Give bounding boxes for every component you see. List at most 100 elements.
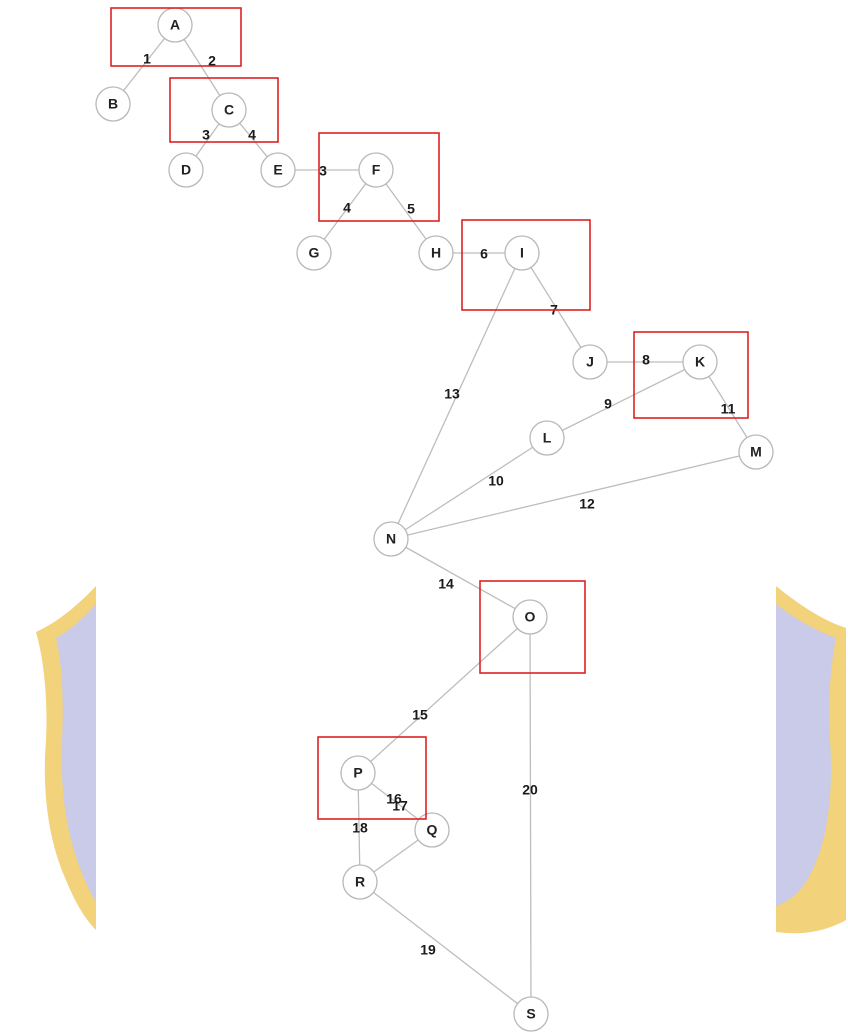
node-g: G [296, 235, 332, 271]
node-label-m: M [750, 444, 762, 460]
edge-label-c-d: 3 [202, 127, 210, 143]
node-label-o: O [525, 609, 536, 625]
node-circle-h [418, 235, 454, 271]
node-label-b: B [108, 96, 118, 112]
nodes-group: A B C D E F G H I J K L M N O P Q R S [95, 7, 774, 1032]
node-circle-k [682, 344, 718, 380]
edge-label-p-r: 18 [352, 820, 368, 836]
highlight-box-o [479, 580, 586, 674]
node-l: L [529, 420, 565, 456]
edge-label-e-f: 3 [319, 163, 327, 179]
edge-label-q-r: 17 [392, 798, 408, 814]
edge-label-j-k: 8 [642, 352, 650, 368]
node-b: B [95, 86, 131, 122]
node-label-r: R [355, 874, 365, 890]
node-label-e: E [273, 162, 282, 178]
edge-label-f-g: 4 [343, 200, 351, 216]
node-circle-l [529, 420, 565, 456]
node-label-j: J [586, 354, 594, 370]
edge-label-r-s: 19 [420, 942, 436, 958]
node-circle-b [95, 86, 131, 122]
edge-i-j [521, 252, 591, 363]
node-d: D [168, 152, 204, 188]
node-label-i: I [520, 245, 524, 261]
node-label-l: L [543, 430, 552, 446]
node-label-s: S [526, 1006, 535, 1022]
edge-label-m-n: 12 [579, 496, 595, 512]
edge-r-s [359, 881, 532, 1015]
edge-k-m [699, 361, 757, 453]
edge-label-c-e: 4 [248, 127, 256, 143]
edge-label-h-i: 6 [480, 246, 488, 262]
watermark-shield [36, 586, 846, 934]
node-circle-n [373, 521, 409, 557]
edge-label-p-q: 16 [386, 791, 402, 807]
node-h: H [418, 235, 454, 271]
node-label-n: N [386, 531, 396, 547]
node-s: S [513, 996, 549, 1032]
node-e: E [260, 152, 296, 188]
edge-k-l [546, 361, 701, 439]
edge-label-f-h: 5 [407, 201, 415, 217]
highlight-box-p [317, 736, 427, 820]
node-r: R [342, 864, 378, 900]
edge-label-a-c: 2 [208, 53, 216, 69]
node-circle-o [512, 599, 548, 635]
node-circle-p [340, 755, 376, 791]
watermark-left-fill [56, 604, 96, 902]
node-c: C [211, 92, 247, 128]
node-circle-f [358, 152, 394, 188]
node-m: M [738, 434, 774, 470]
node-label-a: A [170, 17, 180, 33]
edge-o-p [357, 616, 531, 774]
node-q: Q [414, 812, 450, 848]
node-label-k: K [695, 354, 705, 370]
node-circle-q [414, 812, 450, 848]
watermark-right-fill [776, 604, 836, 906]
edge-n-o [390, 538, 531, 618]
node-p: P [340, 755, 376, 791]
node-circle-i [504, 235, 540, 271]
node-circle-e [260, 152, 296, 188]
node-label-d: D [181, 162, 191, 178]
node-label-h: H [431, 245, 441, 261]
node-f: F [358, 152, 394, 188]
node-n: N [373, 521, 409, 557]
edge-label-k-m: 11 [721, 401, 736, 417]
node-circle-m [738, 434, 774, 470]
node-o: O [512, 599, 548, 635]
node-k: K [682, 344, 718, 380]
node-label-p: P [353, 765, 362, 781]
edge-i-n [390, 252, 523, 540]
highlight-box-i [461, 219, 591, 311]
edge-label-k-l: 9 [604, 396, 612, 412]
node-circle-c [211, 92, 247, 128]
node-label-g: G [309, 245, 320, 261]
highlight-boxes-group [110, 7, 749, 820]
edge-label-o-p: 15 [412, 707, 428, 723]
edge-label-o-s: 20 [522, 782, 538, 798]
node-label-q: Q [427, 822, 438, 838]
edge-label-n-o: 14 [438, 576, 454, 592]
node-circle-r [342, 864, 378, 900]
node-label-f: F [372, 162, 381, 178]
node-label-c: C [224, 102, 234, 118]
highlight-box-k [633, 331, 749, 419]
node-circle-s [513, 996, 549, 1032]
highlight-box-a [110, 7, 242, 67]
node-circle-d [168, 152, 204, 188]
node-circle-g [296, 235, 332, 271]
highlight-box-c [169, 77, 279, 143]
edge-label-l-n: 10 [488, 473, 504, 489]
edge-label-a-b: 1 [143, 51, 151, 67]
edge-o-s [529, 616, 532, 1015]
edge-m-n [390, 451, 757, 540]
node-j: J [572, 344, 608, 380]
edge-label-i-n: 13 [444, 386, 460, 402]
node-circle-j [572, 344, 608, 380]
node-a: A [157, 7, 193, 43]
node-i: I [504, 235, 540, 271]
edge-l-n [390, 437, 548, 540]
